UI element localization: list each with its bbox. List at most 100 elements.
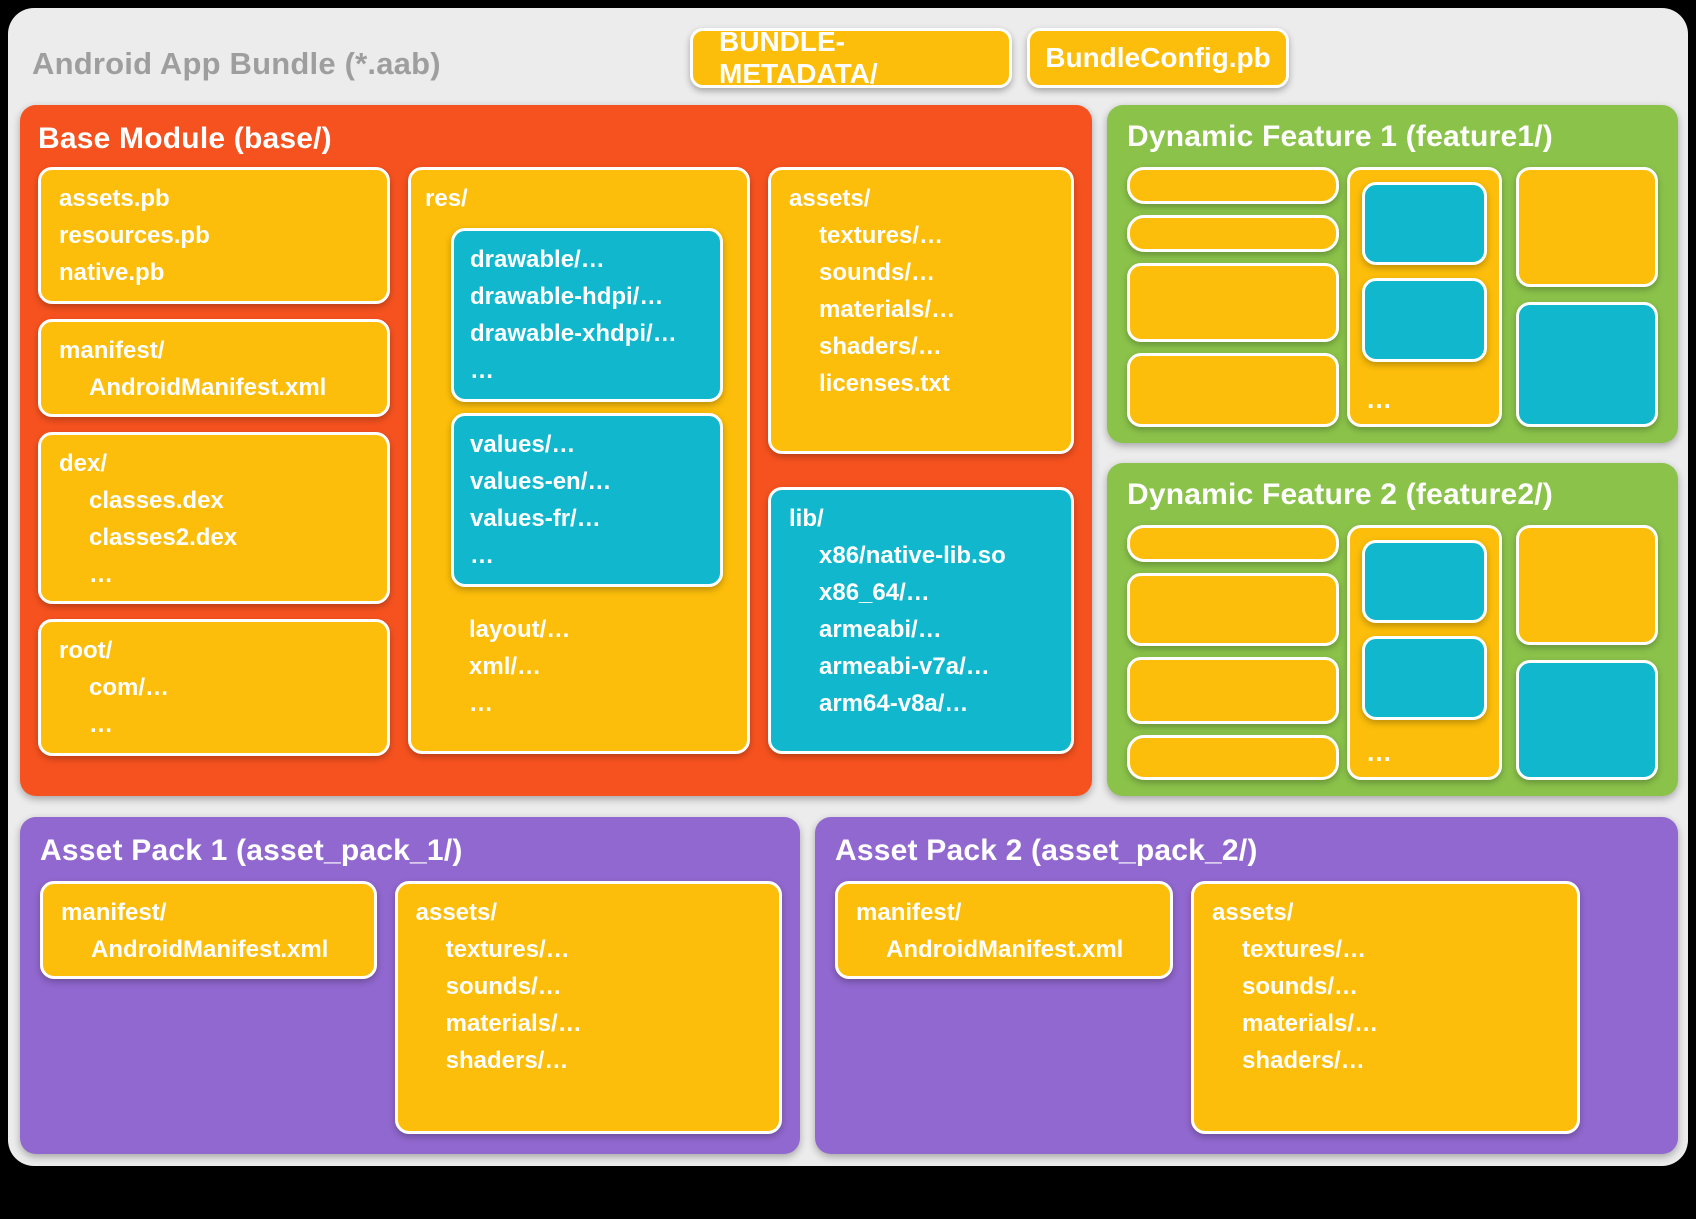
asset-pack-2-title: Asset Pack 2 (asset_pack_2/) — [835, 834, 1258, 867]
ellipsis-label: … — [1366, 384, 1392, 414]
res-folder-box: res/ drawable/… drawable-hdpi/… drawable… — [408, 167, 750, 754]
base-column-3: assets/ textures/… sounds/… materials/… … — [768, 167, 1074, 754]
folder-label: textures/… — [1242, 936, 1367, 963]
module-item-box — [1127, 573, 1339, 646]
folder-label: values/… — [470, 431, 576, 458]
folder-label: drawable-xhdpi/… — [470, 320, 677, 347]
folder-label: arm64-v8a/… — [819, 690, 969, 717]
asset-pack-2-content: manifest/ AndroidManifest.xml assets/ te… — [835, 881, 1660, 1134]
base-module: Base Module (base/) assets.pb resources.… — [20, 105, 1092, 796]
folder-label: manifest/ — [59, 337, 165, 364]
dynamic-feature-2-content: … — [1127, 525, 1658, 780]
folder-label: xml/… — [469, 653, 542, 680]
folder-label: root/ — [59, 637, 113, 664]
folder-label: drawable-hdpi/… — [470, 283, 664, 310]
module-item-box — [1127, 167, 1339, 204]
manifest-folder-box: manifest/ AndroidManifest.xml — [835, 881, 1173, 979]
ellipsis-label: … — [470, 357, 494, 384]
module-item-box — [1127, 657, 1339, 724]
manifest-folder-box: manifest/ AndroidManifest.xml — [40, 881, 377, 979]
base-column-1: assets.pb resources.pb native.pb manifes… — [38, 167, 390, 756]
file-label: assets.pb — [59, 185, 170, 212]
ellipsis-label: … — [89, 561, 113, 588]
folder-label: shaders/… — [819, 333, 942, 360]
dynamic-feature-1-content: … — [1127, 167, 1658, 427]
ellipsis-label: … — [470, 542, 494, 569]
asset-pack-1-content: manifest/ AndroidManifest.xml assets/ te… — [40, 881, 782, 1134]
assets-folder-box: assets/ textures/… sounds/… materials/… … — [768, 167, 1074, 454]
file-label: x86/native-lib.so — [819, 542, 1006, 569]
bundle-metadata-chip: BUNDLE-METADATA/ — [690, 26, 1012, 89]
module-item-box — [1127, 525, 1339, 562]
config-split-box — [1362, 182, 1487, 265]
file-label: classes.dex — [89, 487, 224, 514]
file-label: classes2.dex — [89, 524, 238, 551]
folder-label: x86_64/… — [819, 579, 930, 606]
folder-label: materials/… — [819, 296, 956, 323]
folder-label: assets/ — [415, 899, 498, 926]
values-config-box: values/… values-en/… values-fr/… … — [451, 413, 723, 587]
config-split-box — [1362, 278, 1487, 362]
module-item-box — [1127, 353, 1339, 427]
module-item-box — [1127, 263, 1339, 342]
folder-label: dex/ — [59, 450, 108, 477]
asset-pack-1: Asset Pack 1 (asset_pack_1/) manifest/ A… — [20, 817, 800, 1154]
assets-folder-box: assets/ textures/… sounds/… materials/… … — [1191, 881, 1580, 1134]
folder-label: armeabi-v7a/… — [819, 653, 990, 680]
base-column-2: res/ drawable/… drawable-hdpi/… drawable… — [408, 167, 750, 754]
folder-label: assets/ — [1212, 899, 1294, 926]
module-item-box — [1516, 525, 1658, 645]
dynamic-feature-2-title: Dynamic Feature 2 (feature2/) — [1127, 478, 1553, 511]
res-more-folders: layout/… xml/… … — [469, 611, 733, 722]
dynamic-feature-1: Dynamic Feature 1 (feature1/) … — [1107, 105, 1678, 443]
feature-right-stack — [1516, 525, 1658, 780]
bundle-diagram-panel: Android App Bundle (*.aab) BUNDLE-METADA… — [8, 8, 1688, 1166]
config-split-box — [1362, 636, 1487, 720]
file-label: resources.pb — [59, 222, 210, 249]
file-label: licenses.txt — [819, 370, 950, 397]
ellipsis-label: … — [469, 690, 493, 717]
file-label: AndroidManifest.xml — [886, 936, 1124, 963]
ellipsis-label: … — [1366, 737, 1392, 767]
base-module-columns: assets.pb resources.pb native.pb manifes… — [38, 167, 1074, 756]
asset-pack-1-title: Asset Pack 1 (asset_pack_1/) — [40, 834, 463, 867]
folder-label: manifest/ — [61, 899, 167, 926]
pb-files-box: assets.pb resources.pb native.pb — [38, 167, 390, 304]
base-module-title: Base Module (base/) — [38, 122, 332, 155]
config-split-box — [1516, 660, 1658, 780]
folder-label: manifest/ — [856, 899, 962, 926]
folder-label: res/ — [425, 185, 468, 212]
folder-label: sounds/… — [819, 259, 936, 286]
folder-label: values-fr/… — [470, 505, 601, 532]
config-split-box — [1516, 302, 1658, 427]
folder-label: materials/… — [1242, 1010, 1379, 1037]
folder-label: textures/… — [445, 936, 570, 963]
module-item-box — [1516, 167, 1658, 287]
asset-pack-2: Asset Pack 2 (asset_pack_2/) manifest/ A… — [815, 817, 1678, 1154]
dex-folder-box: dex/ classes.dex classes2.dex … — [38, 432, 390, 604]
manifest-folder-box: manifest/ AndroidManifest.xml — [38, 319, 390, 417]
drawable-config-box: drawable/… drawable-hdpi/… drawable-xhdp… — [451, 228, 723, 402]
file-label: AndroidManifest.xml — [89, 374, 327, 401]
feature-module-stack — [1127, 525, 1339, 780]
feature-right-stack — [1516, 167, 1658, 427]
folder-label: assets/ — [789, 185, 871, 212]
folder-label: sounds/… — [1242, 973, 1359, 1000]
folder-label: drawable/… — [470, 246, 605, 273]
folder-label: shaders/… — [1242, 1047, 1365, 1074]
page-title: Android App Bundle (*.aab) — [32, 46, 441, 81]
folder-label: layout/… — [469, 616, 571, 643]
file-label: AndroidManifest.xml — [91, 936, 329, 963]
folder-label: com/… — [89, 674, 170, 701]
feature-config-group: … — [1347, 525, 1502, 780]
dynamic-feature-2: Dynamic Feature 2 (feature2/) … — [1107, 463, 1678, 796]
ellipsis-label: … — [89, 711, 113, 738]
feature-module-stack — [1127, 167, 1339, 427]
assets-folder-box: assets/ textures/… sounds/… materials/… … — [394, 881, 782, 1134]
module-item-box — [1127, 735, 1339, 780]
module-item-box — [1127, 215, 1339, 252]
folder-label: armeabi/… — [819, 616, 942, 643]
folder-label: shaders/… — [445, 1047, 569, 1074]
bundle-config-chip: BundleConfig.pb — [1027, 28, 1289, 88]
folder-label: sounds/… — [445, 973, 562, 1000]
